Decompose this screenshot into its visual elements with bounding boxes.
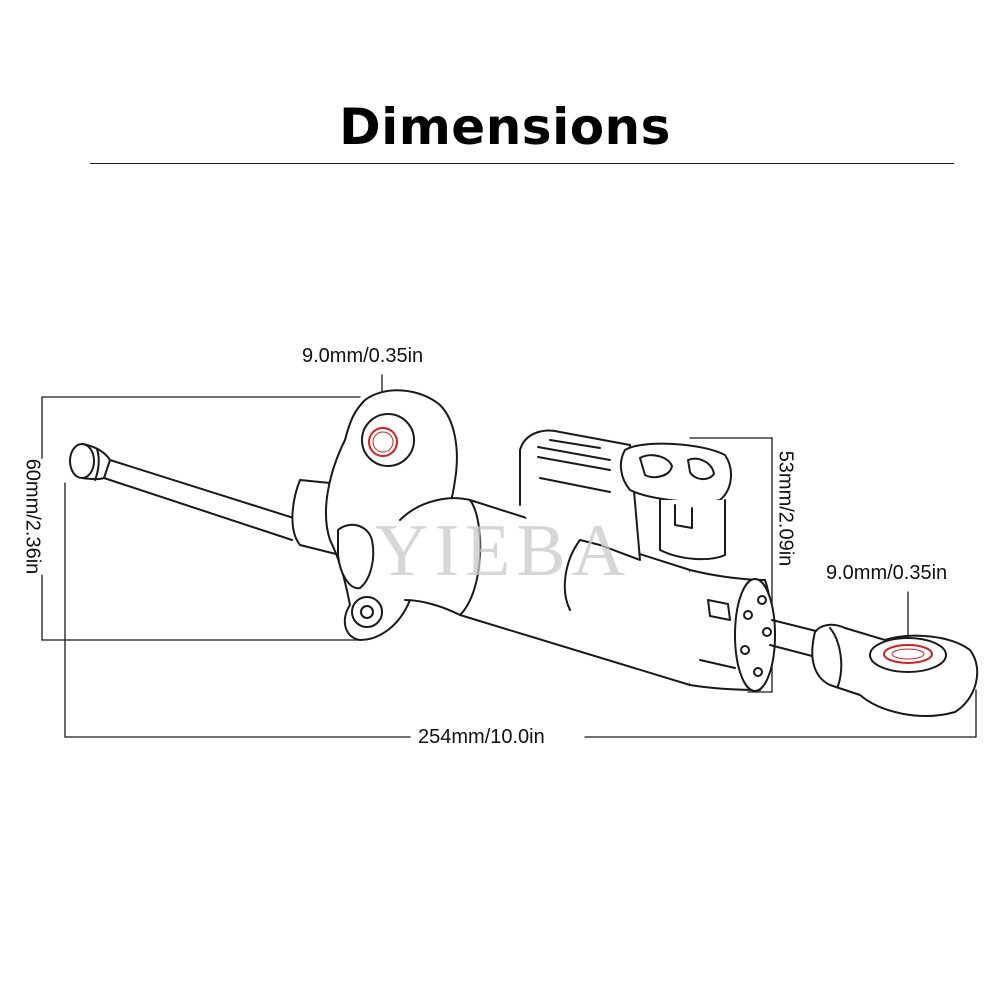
left-mount-bracket (291, 389, 458, 641)
piston-rod (69, 443, 301, 541)
top-hole-diameter-label: 9.0mm/0.35in (302, 345, 424, 368)
right-rod (769, 619, 821, 657)
adjustment-knob (619, 442, 732, 561)
left-height-label: 60mm/2.36in (20, 458, 44, 575)
page-title: Dimensions (339, 98, 671, 156)
title-divider (90, 163, 954, 164)
right-hole-diameter-label: 9.0mm/0.35in (826, 562, 948, 585)
right-height-label: 53mm/2.09in (774, 450, 797, 567)
right-rod-end (811, 623, 979, 717)
end-cap (689, 569, 776, 692)
damper-body (399, 429, 698, 686)
watermark: YIEBA (375, 510, 631, 592)
total-length-label: 254mm/10.0in (418, 726, 545, 749)
